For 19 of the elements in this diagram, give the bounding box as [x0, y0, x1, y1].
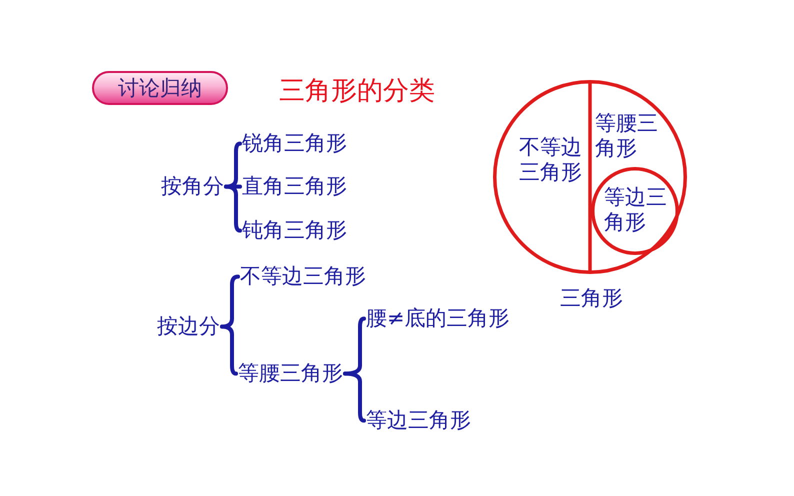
category-label: 钝角三角形 — [242, 218, 347, 244]
region-label: 等边三角形 — [604, 185, 668, 236]
brace-connector — [343, 372, 366, 423]
brace-connector — [220, 324, 238, 376]
category-label: 按边分 — [157, 314, 220, 340]
set-caption: 三角形 — [560, 286, 623, 312]
category-label: 不等边三角形 — [240, 264, 366, 290]
category-label: 等腰三角形 — [238, 361, 343, 386]
category-label: 锐角三角形 — [242, 131, 347, 156]
category-label: 等边三角形 — [366, 408, 471, 434]
region-label: 等腰三角形 — [595, 111, 661, 162]
subset-circle — [591, 167, 679, 255]
category-label: 按角分 — [161, 174, 224, 200]
diagram-title: 三角形的分类 — [279, 76, 435, 108]
category-label: 腰≠底的三角形 — [366, 306, 510, 332]
category-label: 直角三角形 — [242, 174, 347, 200]
section-tag: 讨论归纳 — [92, 71, 228, 105]
region-label: 不等边三角形 — [519, 135, 585, 186]
brace-connector — [224, 184, 242, 233]
